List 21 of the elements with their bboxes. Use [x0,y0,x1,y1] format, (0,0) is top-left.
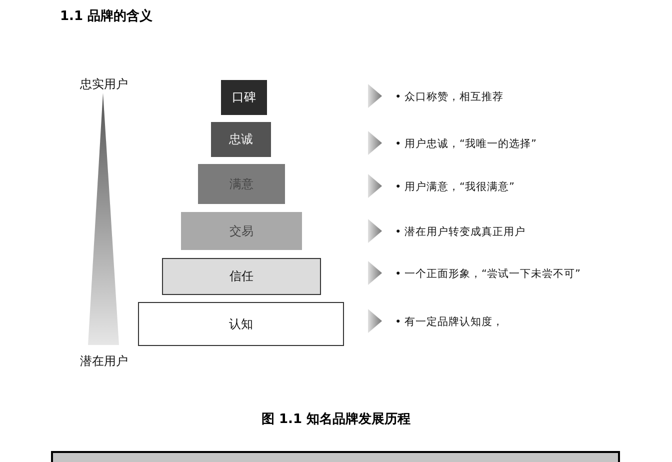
pyramid-level-box [181,212,302,250]
pyramid-level-box [221,80,267,115]
level-label: 交易 [230,222,254,240]
level-label: 认知 [229,316,253,332]
bullet-text: • 潜在用户转变成真正用户 [395,225,526,239]
bullet-text: • 众口称赞，相互推荐 [395,90,504,104]
axis-label: 潜在用户 [80,353,128,370]
axis-label: 忠实用户 [80,76,128,93]
section-heading: 1.1 品牌的含义 [60,8,153,25]
level-label: 忠诚 [229,131,253,148]
bullet-text: • 用户忠诚，“我唯一的选择” [395,137,536,151]
pyramid-level-box [198,164,285,204]
level-label: 信任 [230,268,254,285]
figure-caption: 图 1.1 知名品牌发展历程 [260,411,412,428]
pyramid-level-box [211,122,271,157]
level-label: 口碑 [232,89,256,106]
pyramid-level-box [162,258,321,295]
bullet-text: • 用户满意，“我很满意” [395,180,514,194]
bullet-text: • 有一定品牌认知度， [395,315,504,329]
pyramid-level-box [138,302,344,346]
bullet-text: • 一个正面形象，“尝试一下未尝不可” [395,267,580,281]
